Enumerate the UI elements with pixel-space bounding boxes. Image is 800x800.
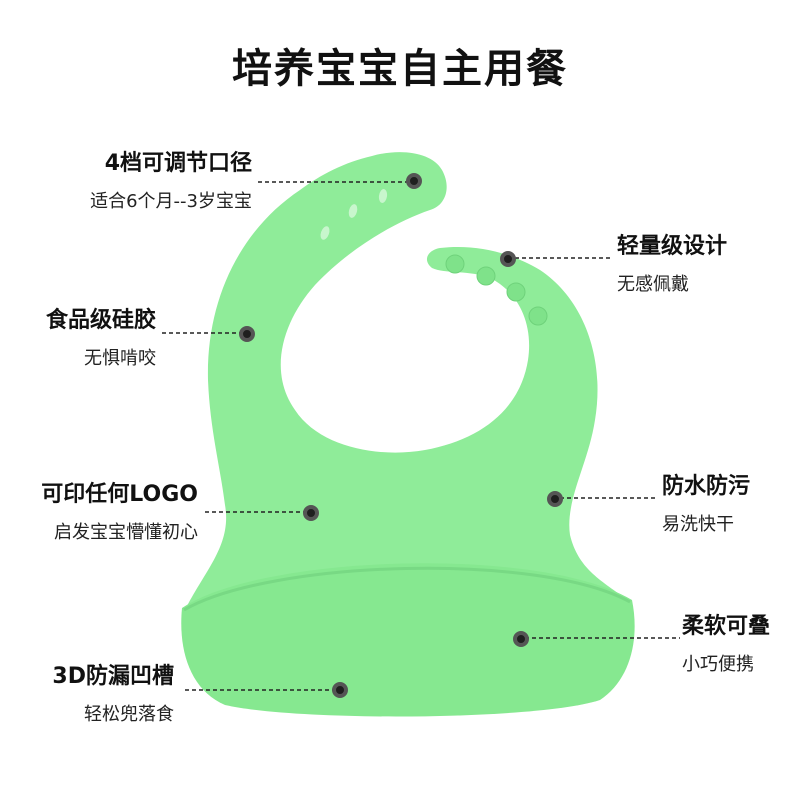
bib-pocket-rim — [183, 566, 631, 612]
bib-pocket — [181, 563, 635, 717]
feature-subtitle: 小巧便携 — [682, 654, 754, 675]
feature-subtitle: 启发宝宝懵懂初心 — [54, 522, 198, 543]
feature-title: 食品级硅胶 — [45, 308, 156, 333]
feature-title: 可印任何LOGO — [41, 482, 198, 507]
feature-title: 3D防漏凹槽 — [52, 664, 174, 689]
page-title: 培养宝宝自主用餐 — [232, 46, 568, 92]
bib-body — [185, 152, 630, 610]
feature-title: 柔软可叠 — [682, 614, 771, 639]
snap-buttons — [445, 254, 548, 326]
feature-waterproof: 防水防污 易洗快干 — [662, 468, 750, 536]
feature-lightweight: 轻量级设计 无感佩戴 — [617, 228, 727, 296]
adjust-holes — [320, 189, 388, 240]
feature-title: 防水防污 — [662, 474, 751, 499]
feature-title: 轻量级设计 — [617, 234, 728, 259]
feature-subtitle: 适合6个月--3岁宝宝 — [90, 191, 252, 212]
feature-adjustable: 4档可调节口径 适合6个月--3岁宝宝 — [90, 145, 252, 213]
feature-subtitle: 无感佩戴 — [617, 274, 689, 295]
callout-dots — [239, 173, 563, 698]
feature-foldable: 柔软可叠 小巧便携 — [682, 608, 770, 676]
feature-food-grade: 食品级硅胶 无惧啃咬 — [46, 302, 156, 370]
callouts — [162, 181, 680, 691]
feature-subtitle: 易洗快干 — [662, 514, 734, 535]
feature-3d-groove: 3D防漏凹槽 轻松兜落食 — [52, 658, 174, 726]
feature-subtitle: 轻松兜落食 — [84, 704, 174, 725]
feature-logo: 可印任何LOGO 启发宝宝懵懂初心 — [41, 476, 198, 544]
feature-subtitle: 无惧啃咬 — [84, 348, 156, 369]
feature-title: 4档可调节口径 — [104, 151, 252, 176]
